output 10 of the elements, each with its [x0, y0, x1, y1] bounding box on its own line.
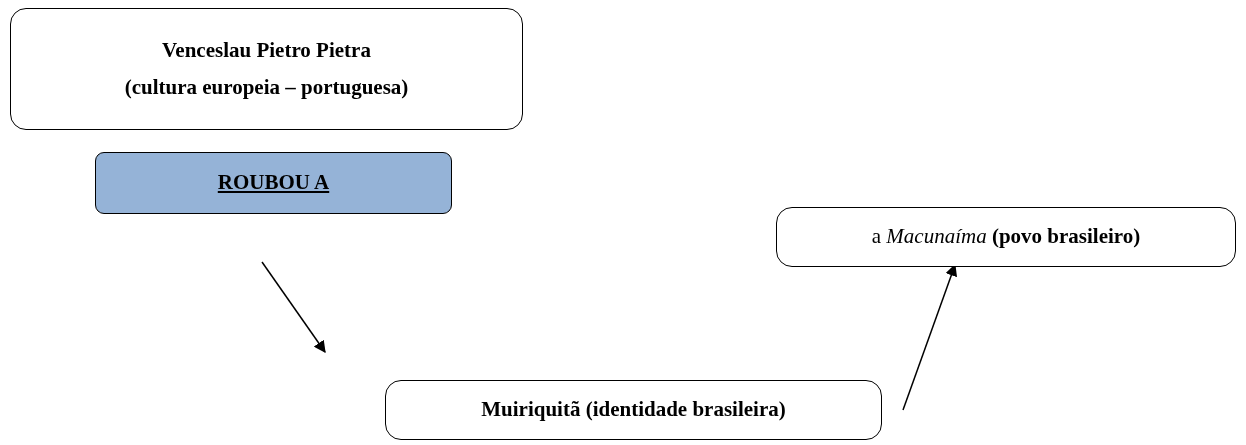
rounded-box	[776, 207, 1236, 267]
node-text: ROUBOU A	[217, 170, 330, 196]
node-text: Muiriquitã (identidade brasileira)	[481, 397, 786, 423]
rounded-box	[10, 8, 523, 130]
arrow	[261, 261, 326, 353]
highlight-box	[95, 152, 452, 214]
node-text: (cultura europeia – portuguesa)	[124, 75, 409, 101]
node-title: Venceslau Pietro Pietra	[162, 37, 371, 63]
rounded-box	[385, 380, 882, 440]
node-text: a Macunaíma (povo brasileiro)	[871, 224, 1141, 250]
